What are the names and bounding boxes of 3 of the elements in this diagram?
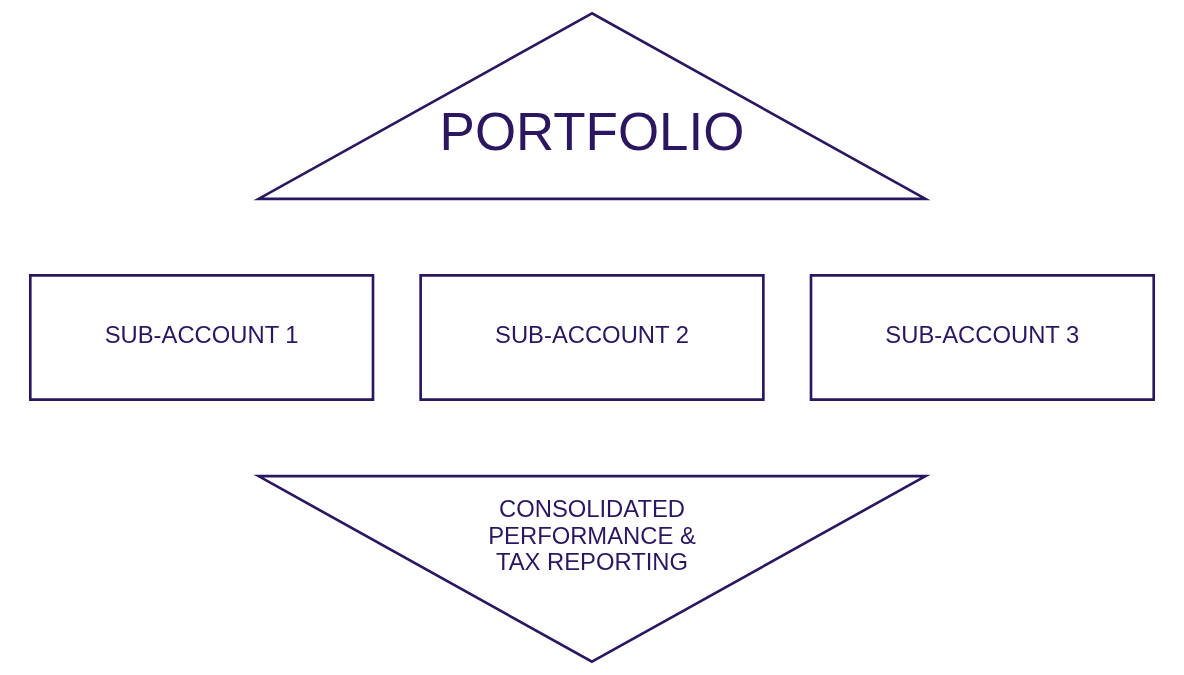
node-box: SUB-ACCOUNT 2 — [419, 274, 765, 401]
node-box: SUB-ACCOUNT 3 — [809, 274, 1156, 401]
node-box: SUB-ACCOUNT 1 — [28, 274, 375, 401]
